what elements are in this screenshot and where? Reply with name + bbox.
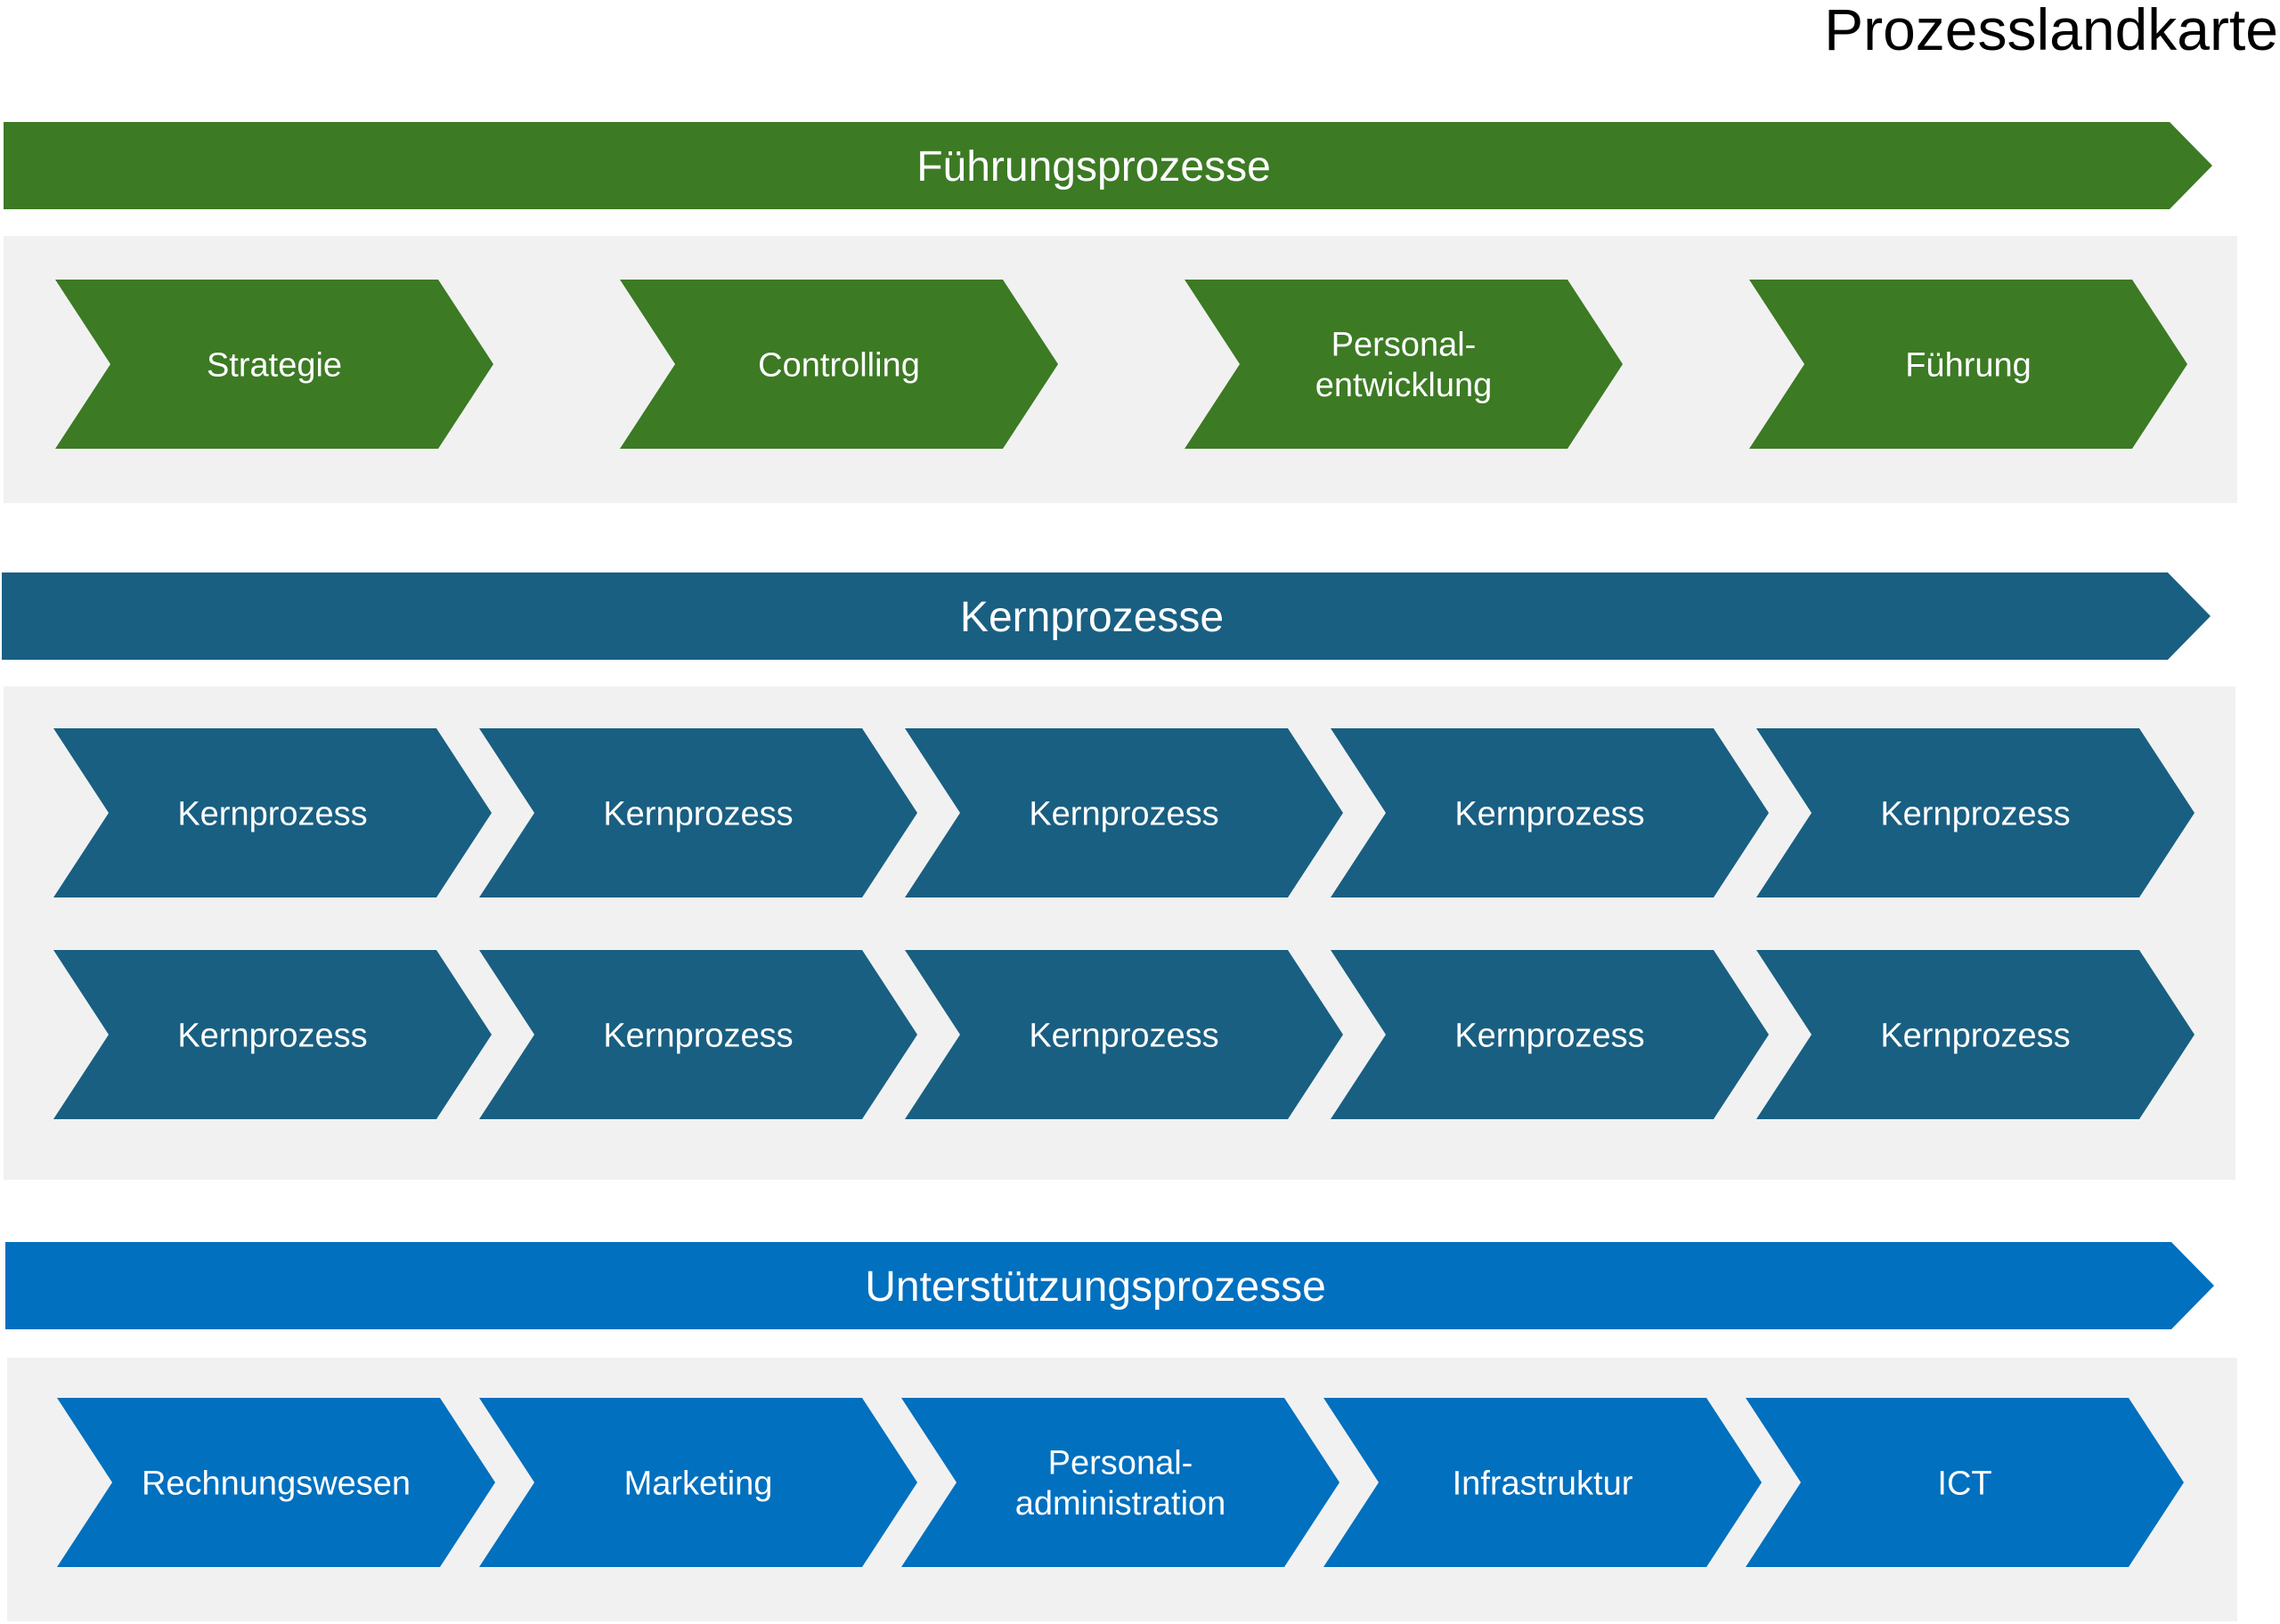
chevron-shape bbox=[479, 1398, 917, 1567]
chevron-label: Personal-entwicklung bbox=[1315, 327, 1493, 405]
chevron-shape bbox=[1323, 1398, 1762, 1567]
process-chevron: Rechnungswesen bbox=[57, 1398, 495, 1567]
chevron-shape bbox=[1746, 1398, 2184, 1567]
section-header-label: Kernprozesse bbox=[960, 594, 1224, 641]
process-chevron: Personal-administration bbox=[901, 1398, 1340, 1567]
process-chevron: Kernprozess bbox=[53, 950, 492, 1119]
chevron-shape bbox=[1756, 728, 2194, 897]
process-chevron: Kernprozess bbox=[1331, 728, 1769, 897]
chevron-label: Kernprozess bbox=[1880, 795, 2070, 832]
chevron-label: Kernprozess bbox=[177, 795, 367, 832]
chevron-label: Kernprozess bbox=[177, 1017, 367, 1054]
chevron-label: Kernprozess bbox=[1029, 795, 1218, 832]
chevron-label: Führung bbox=[1905, 346, 2032, 384]
chevron-label: Kernprozess bbox=[1454, 1017, 1644, 1054]
process-chevron: Kernprozess bbox=[479, 728, 917, 897]
chevron-label: Kernprozess bbox=[1029, 1017, 1218, 1054]
chevron-label: Strategie bbox=[207, 346, 342, 384]
process-chevron: Führung bbox=[1749, 280, 2187, 449]
process-chevron: Strategie bbox=[55, 280, 493, 449]
chevron-shape bbox=[1749, 280, 2187, 449]
section-header-arrow bbox=[4, 122, 2212, 209]
chevron-shape bbox=[53, 728, 492, 897]
chevron-shape bbox=[1331, 950, 1769, 1119]
chevron-shape bbox=[55, 280, 493, 449]
process-chevron: Controlling bbox=[620, 280, 1058, 449]
chevron-label: Kernprozess bbox=[1880, 1017, 2070, 1054]
chevron-label: Kernprozess bbox=[603, 795, 793, 832]
chevron-shape bbox=[905, 950, 1343, 1119]
process-chevron: Kernprozess bbox=[479, 950, 917, 1119]
process-chevron: Kernprozess bbox=[905, 728, 1343, 897]
chevron-shape bbox=[1756, 950, 2194, 1119]
process-chevron: ICT bbox=[1746, 1398, 2184, 1567]
chevron-label: ICT bbox=[1937, 1465, 1991, 1502]
chevron-shape bbox=[57, 1398, 495, 1567]
chevron-label: Controlling bbox=[758, 346, 920, 384]
chevron-shape bbox=[1185, 280, 1623, 449]
chevron-label: Kernprozess bbox=[1454, 795, 1644, 832]
section-header-arrow bbox=[5, 1242, 2214, 1329]
chevron-label: Personal-administration bbox=[1015, 1445, 1226, 1523]
process-chevron: Kernprozess bbox=[53, 728, 492, 897]
page-title: Prozesslandkarte bbox=[1824, 0, 2278, 62]
chevron-shape bbox=[620, 280, 1058, 449]
process-chevron: Infrastruktur bbox=[1323, 1398, 1762, 1567]
process-chevron: Kernprozess bbox=[1756, 728, 2194, 897]
chevron-shape bbox=[905, 728, 1343, 897]
process-chevron: Kernprozess bbox=[1331, 950, 1769, 1119]
section-header-arrow bbox=[2, 572, 2211, 660]
section-header-label: Führungsprozesse bbox=[916, 143, 1271, 191]
process-chevron: Kernprozess bbox=[905, 950, 1343, 1119]
chevron-shape bbox=[479, 950, 917, 1119]
chevron-label: Kernprozess bbox=[603, 1017, 793, 1054]
chevron-shape bbox=[53, 950, 492, 1119]
process-chevron: Marketing bbox=[479, 1398, 917, 1567]
chevron-shape bbox=[901, 1398, 1340, 1567]
chevron-shape bbox=[1331, 728, 1769, 897]
chevron-shape bbox=[479, 728, 917, 897]
process-chevron: Personal-entwicklung bbox=[1185, 280, 1623, 449]
section-header-label: Unterstützungsprozesse bbox=[865, 1263, 1326, 1311]
chevron-label: Marketing bbox=[624, 1465, 773, 1502]
process-chevron: Kernprozess bbox=[1756, 950, 2194, 1119]
chevron-label: Infrastruktur bbox=[1453, 1465, 1633, 1502]
chevron-label: Rechnungswesen bbox=[142, 1465, 411, 1502]
